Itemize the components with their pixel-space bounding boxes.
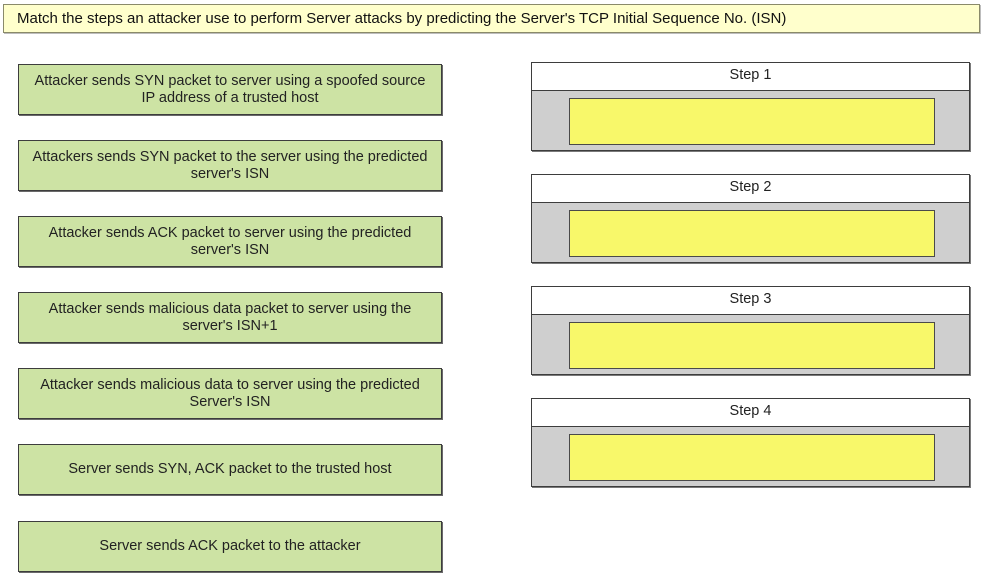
option-2[interactable]: Attackers sends SYN packet to the server… xyxy=(18,140,442,191)
step-2-header: Step 2 xyxy=(532,175,969,203)
step-1-target: Step 1 xyxy=(531,62,970,151)
option-6[interactable]: Server sends SYN, ACK packet to the trus… xyxy=(18,444,442,495)
step-label: Step 1 xyxy=(729,67,772,83)
step-4-header: Step 4 xyxy=(532,399,969,427)
option-label: Attackers sends SYN packet to the server… xyxy=(32,148,428,182)
option-label: Attacker sends SYN packet to server usin… xyxy=(34,72,426,106)
option-label: Server sends ACK packet to the attacker xyxy=(99,538,361,554)
step-label: Step 4 xyxy=(729,403,772,419)
step-3-drop-zone[interactable] xyxy=(569,322,935,369)
option-label: Attacker sends malicious data to server … xyxy=(40,376,420,410)
step-label: Step 3 xyxy=(729,291,772,307)
instruction-text: Match the steps an attacker use to perfo… xyxy=(17,10,787,27)
step-2-target: Step 2 xyxy=(531,174,970,263)
step-2-drop-zone[interactable] xyxy=(569,210,935,257)
option-label: Attacker sends malicious data packet to … xyxy=(48,300,412,334)
step-3-header: Step 3 xyxy=(532,287,969,315)
option-4[interactable]: Attacker sends malicious data packet to … xyxy=(18,292,442,343)
option-label: Attacker sends ACK packet to server usin… xyxy=(48,224,412,258)
option-1[interactable]: Attacker sends SYN packet to server usin… xyxy=(18,64,442,115)
instruction-banner: Match the steps an attacker use to perfo… xyxy=(3,4,980,33)
option-label: Server sends SYN, ACK packet to the trus… xyxy=(68,461,392,477)
option-3[interactable]: Attacker sends ACK packet to server usin… xyxy=(18,216,442,267)
option-7[interactable]: Server sends ACK packet to the attacker xyxy=(18,521,442,572)
step-4-target: Step 4 xyxy=(531,398,970,487)
step-3-target: Step 3 xyxy=(531,286,970,375)
step-label: Step 2 xyxy=(729,179,772,195)
step-1-header: Step 1 xyxy=(532,63,969,91)
step-1-drop-zone[interactable] xyxy=(569,98,935,145)
option-5[interactable]: Attacker sends malicious data to server … xyxy=(18,368,442,419)
step-4-drop-zone[interactable] xyxy=(569,434,935,481)
